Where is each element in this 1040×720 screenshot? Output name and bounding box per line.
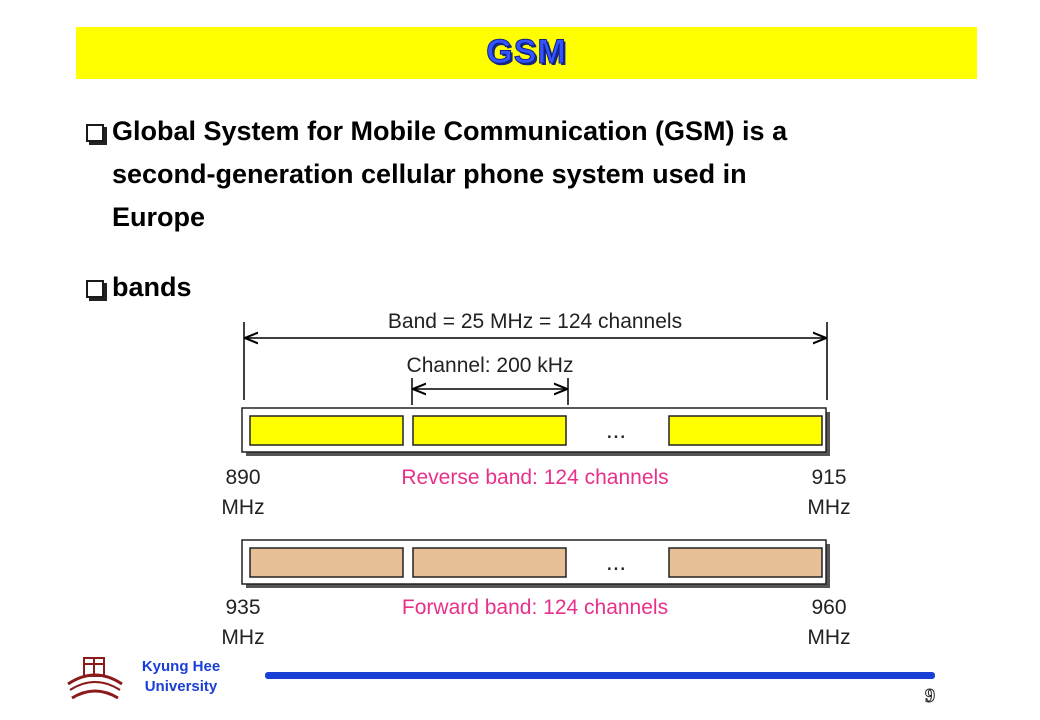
bullet-bands: bands xyxy=(82,266,962,309)
forward-start-unit: MHz xyxy=(221,626,264,649)
footer-divider xyxy=(265,672,935,679)
university-logo-icon xyxy=(67,657,123,700)
reverse-channel xyxy=(668,415,823,446)
forward-channel xyxy=(668,547,823,578)
gsm-bands-diagram: Band = 25 MHz = 124 channels Channel: 20… xyxy=(221,310,850,649)
forward-start-freq: 935 xyxy=(225,596,260,619)
university-name: Kyung Hee University xyxy=(141,658,221,695)
reverse-band-strip: ... xyxy=(241,407,830,456)
checkbox-bullet-icon xyxy=(86,124,104,142)
reverse-end-unit: MHz xyxy=(807,496,850,519)
band-label: Band = 25 MHz = 124 channels xyxy=(388,310,682,333)
reverse-start-freq: 890 xyxy=(225,466,260,489)
forward-band-strip: ... xyxy=(241,539,830,588)
bullet-line: Europe xyxy=(112,202,206,232)
bullet-line: bands xyxy=(112,272,192,302)
forward-end-freq: 960 xyxy=(811,596,846,619)
title-bar: GSM xyxy=(76,27,977,79)
forward-end-unit: MHz xyxy=(807,626,850,649)
reverse-start-unit: MHz xyxy=(221,496,264,519)
reverse-channel xyxy=(249,415,404,446)
reverse-channel xyxy=(412,415,567,446)
bullet-gsm-definition: Global System for Mobile Communication (… xyxy=(82,110,962,239)
forward-band-label: Forward band: 124 channels xyxy=(402,596,668,619)
forward-ellipsis: ... xyxy=(606,549,626,576)
reverse-end-freq: 915 xyxy=(811,466,846,489)
forward-channel xyxy=(412,547,567,578)
slide-title: GSM xyxy=(486,33,567,72)
page-number: 9 xyxy=(925,685,936,708)
bullet-line: second-generation cellular phone system … xyxy=(112,159,747,189)
reverse-band-label: Reverse band: 124 channels xyxy=(401,466,668,489)
forward-channel xyxy=(249,547,404,578)
channel-label: Channel: 200 kHz xyxy=(407,354,574,377)
reverse-ellipsis: ... xyxy=(606,417,626,444)
checkbox-bullet-icon xyxy=(86,280,104,298)
bullet-line: Global System for Mobile Communication (… xyxy=(112,116,788,146)
